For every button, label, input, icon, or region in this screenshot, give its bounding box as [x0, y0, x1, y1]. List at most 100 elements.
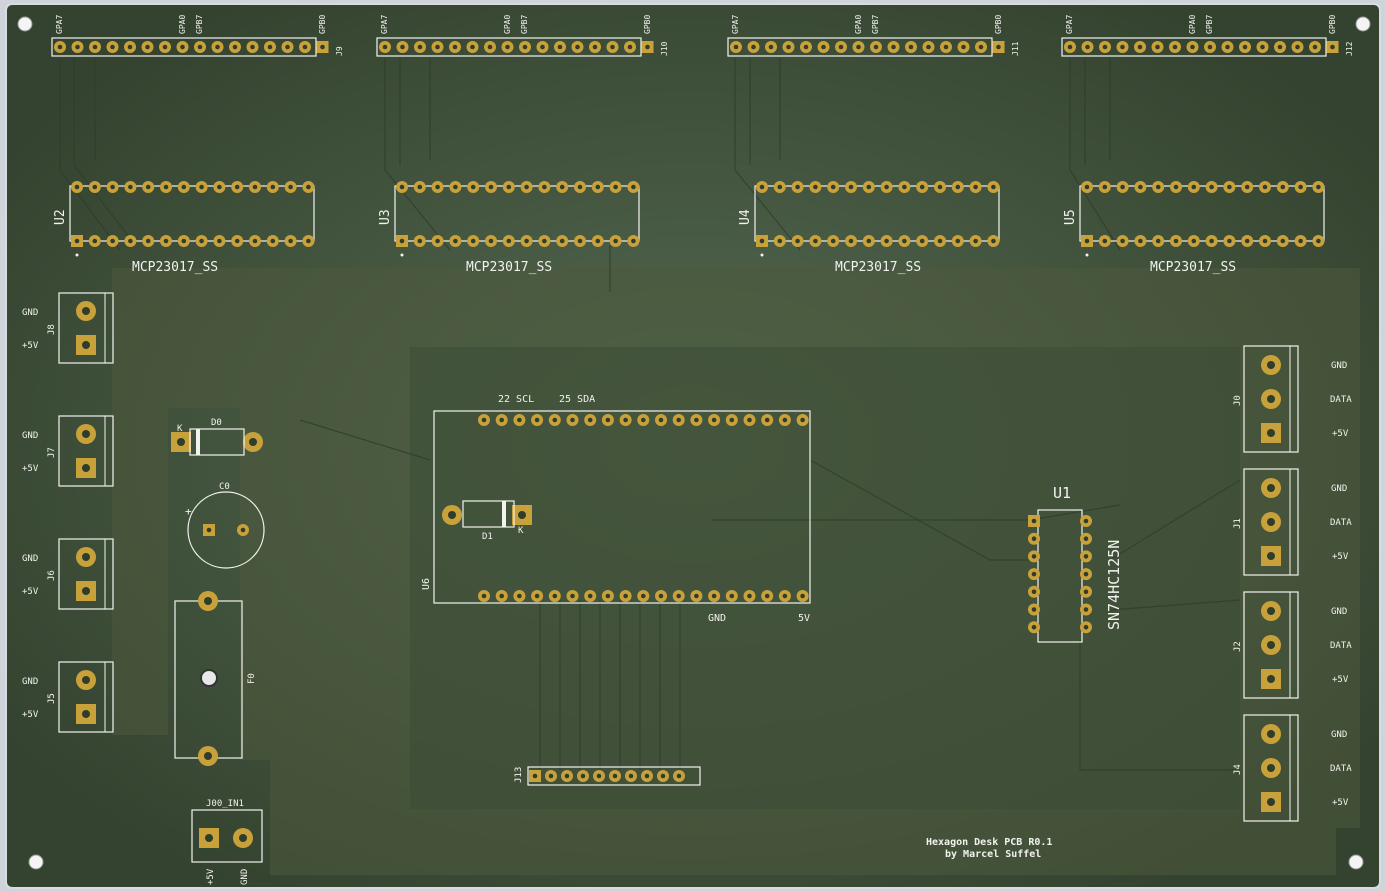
- expander-pin: [1187, 181, 1200, 193]
- expander-pin: [142, 181, 155, 193]
- header-pin: [396, 41, 409, 53]
- diode-d0[interactable]: D0 K: [171, 418, 263, 456]
- j13-pin: [561, 770, 573, 782]
- terminal-pad-5v: [76, 458, 96, 478]
- d1-k-label: K: [518, 526, 524, 536]
- expander-pin: [266, 181, 279, 193]
- expander-pin: [71, 181, 83, 193]
- expander-pin: [1241, 235, 1254, 247]
- mcu-pin: [690, 590, 703, 602]
- terminal-ref-label: J1: [1233, 518, 1243, 529]
- diode-d1[interactable]: D1 K: [442, 500, 532, 542]
- expander-pin: [195, 235, 208, 247]
- mcu-gnd-label: GND: [708, 613, 726, 624]
- expander-pin: [1116, 235, 1129, 247]
- expander-value-label: MCP23017_SS: [466, 260, 552, 275]
- header-pin: [229, 41, 241, 53]
- expander-pin: [231, 235, 244, 247]
- terminal-5v-label: +5V: [1332, 675, 1349, 685]
- u1-pin: [1028, 568, 1040, 581]
- terminal-pad-gnd: [1261, 601, 1281, 621]
- expander-pin: [520, 235, 533, 247]
- header-pin: [1169, 41, 1181, 53]
- mcu-pin: [513, 590, 526, 602]
- header-pin: [817, 41, 830, 53]
- header-pin: [747, 41, 760, 53]
- terminal-outline: [1243, 345, 1299, 453]
- mcu-module[interactable]: 22 SCL 25 SDA GND 5V U6: [421, 394, 811, 624]
- terminal-gnd-label: GND: [22, 554, 38, 564]
- mcu-pin: [566, 414, 579, 426]
- header-pin: [1274, 41, 1286, 53]
- expander-pin: [1116, 181, 1129, 193]
- header-pin: [922, 41, 935, 53]
- expander-outline: [394, 185, 640, 242]
- header-pin: [1256, 41, 1269, 53]
- expander-pin: [556, 181, 569, 193]
- header-pin: [299, 41, 311, 53]
- terminal-pad-5v: [76, 704, 96, 724]
- expander-value-label: MCP23017_SS: [132, 260, 218, 275]
- power-input-terminal[interactable]: J00_IN1 +5V GND: [191, 799, 263, 885]
- d1-ref-label: D1: [482, 532, 493, 542]
- expander-pin: [609, 181, 622, 193]
- header-pin: [316, 41, 329, 53]
- header-label-gpb0: GPB0: [994, 15, 1003, 34]
- terminal-pad-5v: [1261, 423, 1281, 443]
- power-input-plus-label: +5V: [206, 868, 216, 885]
- j13-pin: [641, 770, 653, 782]
- buffer-u1[interactable]: U1 SN74HC125N: [1028, 484, 1123, 643]
- terminal-gnd-label: GND: [1331, 484, 1347, 494]
- capacitor-c0[interactable]: C0 +: [185, 482, 265, 569]
- header-pin: [571, 41, 584, 53]
- terminal-pad-5v: [1261, 792, 1281, 812]
- expander-pin: [627, 235, 640, 247]
- header-label-gpb7: GPB7: [520, 15, 529, 34]
- expander-pin: [485, 235, 497, 247]
- pin1-marker: [1085, 253, 1089, 257]
- u1-value-label: SN74HC125N: [1105, 540, 1123, 630]
- j13-pin: [625, 770, 637, 782]
- j13-pin: [529, 770, 541, 782]
- board-title-label: Hexagon Desk PCB R0.1: [926, 837, 1052, 848]
- board-author-label: by Marcel Suffel: [945, 849, 1041, 860]
- terminal-pad-gnd: [76, 670, 96, 690]
- expander-ref-label: U3: [378, 209, 393, 225]
- header-j13[interactable]: J13: [514, 766, 701, 786]
- expander-pin: [951, 181, 964, 193]
- expander-pin: [609, 235, 622, 247]
- mcu-pin: [531, 590, 544, 602]
- expander-pin: [827, 181, 840, 193]
- header-pin: [905, 41, 917, 53]
- terminal-ref-label: J4: [1233, 764, 1243, 775]
- c0-plus-label: +: [185, 505, 192, 518]
- fuse-f0[interactable]: F0: [174, 591, 257, 766]
- mcu-pin: [672, 590, 685, 602]
- expander-pin: [177, 181, 190, 193]
- header-pin: [554, 41, 566, 53]
- header-pin: [484, 41, 496, 53]
- terminal-gnd-label: GND: [1331, 361, 1347, 371]
- expander-pin: [1170, 235, 1182, 247]
- expander-pin: [916, 181, 929, 193]
- expander-pin: [431, 181, 444, 193]
- header-pin: [281, 41, 294, 53]
- u1-pin: [1028, 621, 1040, 634]
